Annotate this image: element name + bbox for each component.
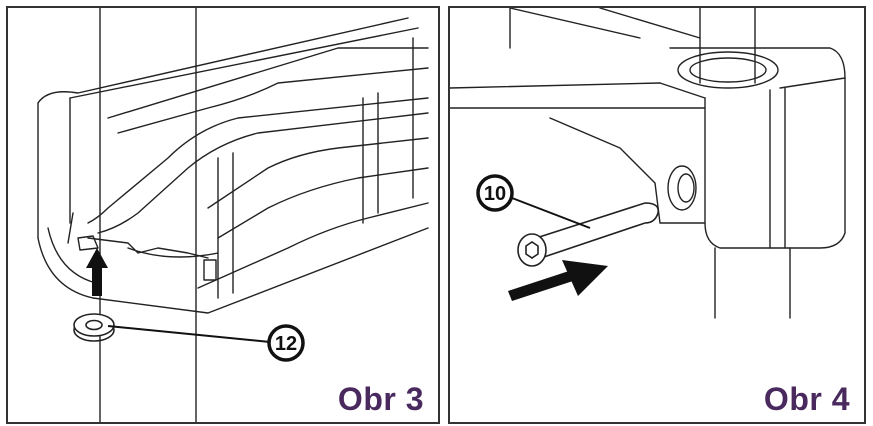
callout-10: 10	[476, 174, 514, 212]
figure-panel-obr-4: 10 Obr 4	[448, 6, 866, 424]
figure-label: Obr 3	[337, 381, 424, 417]
callout-leader-line	[107, 325, 271, 343]
figure-panel-obr-3: 12 Obr 3	[6, 6, 440, 424]
bolt-icon	[517, 202, 660, 267]
nut-icon	[73, 313, 115, 342]
callout-10-text: 10	[484, 183, 506, 205]
callout-leader-line	[511, 197, 591, 229]
frame-nut-illustration: 12	[37, 8, 429, 422]
callout-12: 12	[267, 324, 305, 362]
right-arrow-icon	[508, 260, 608, 301]
callout-12-text: 12	[275, 333, 297, 355]
figure-label: Obr 4	[763, 381, 850, 417]
frame-bolt-illustration: 10	[450, 8, 846, 319]
up-arrow-icon	[86, 248, 108, 296]
